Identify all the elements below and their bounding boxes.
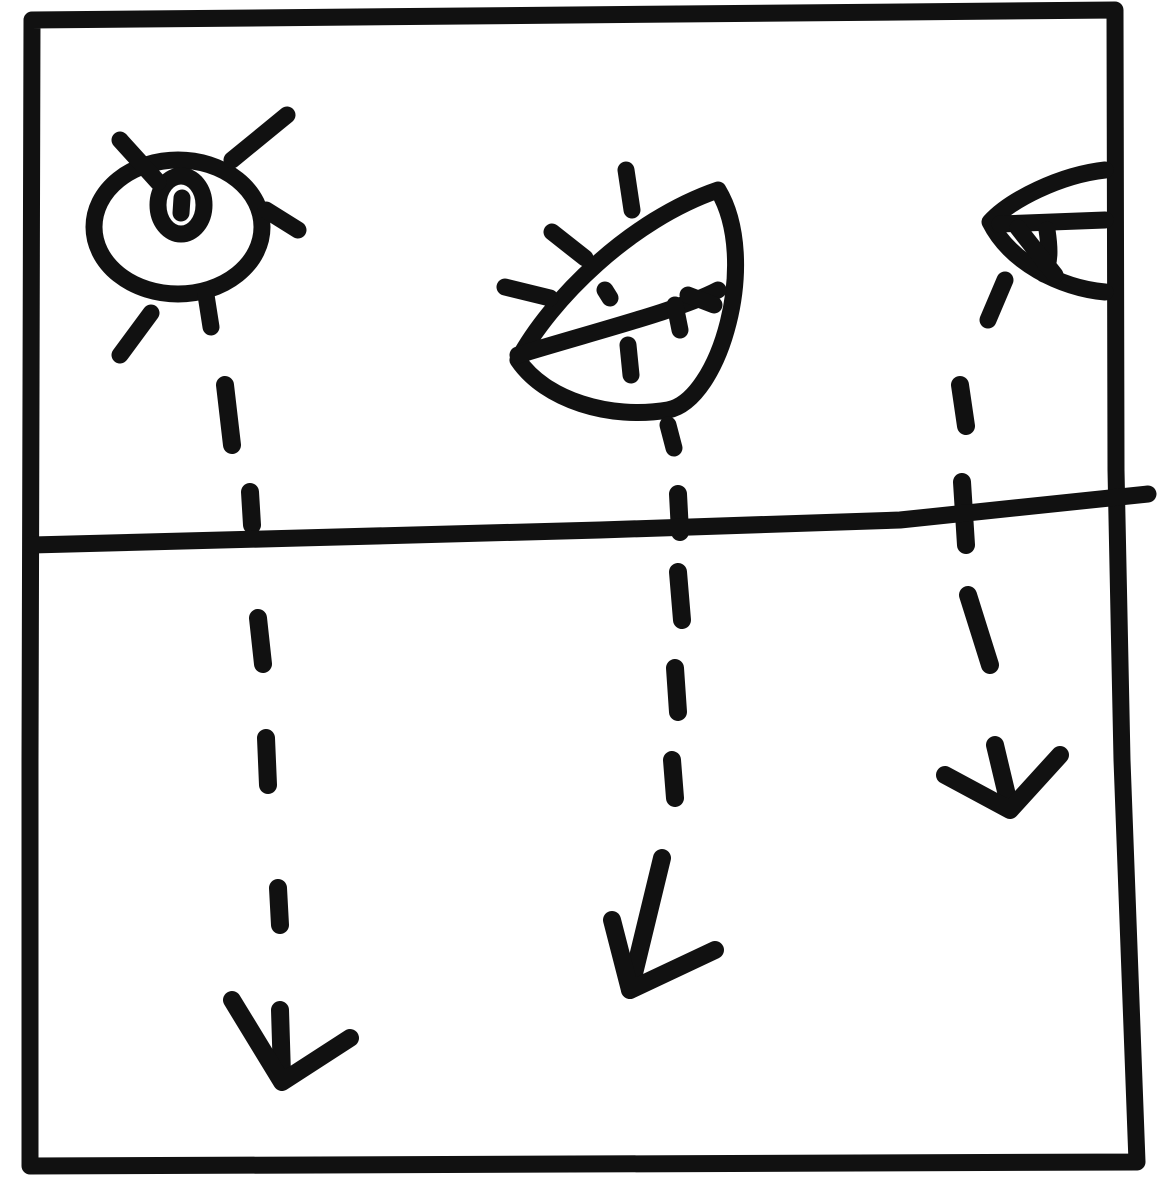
arrow-dash [216,376,241,454]
dashed-down-arrow-icon-2 [603,485,724,999]
arrow-dash [663,751,684,807]
arrow-dash [951,376,975,435]
sketch-strokes [216,376,1069,1091]
arrow-dash [666,659,687,721]
arrow-dash [257,729,277,794]
eye-sun-icon-setting [979,161,1114,329]
dashed-down-arrow-icon-1 [216,376,359,1091]
arrow-head [223,991,359,1091]
arrow-head [603,911,724,999]
arrow-dash [269,879,289,934]
eye-sun-icon-open [85,106,307,364]
arrow-dash [241,483,261,534]
arrow-head [936,746,1069,819]
arrow-shaft [621,849,671,999]
arrow-shaft [986,736,1019,817]
arrow-dash [959,586,999,674]
dashed-down-arrow-icon-3 [936,376,1069,819]
horizon-line [23,485,1157,554]
eye-sun-icon-tilted [496,161,745,457]
arrow-dash [669,563,691,629]
outer-frame [21,1,1146,1175]
arrow-dash [249,609,272,673]
